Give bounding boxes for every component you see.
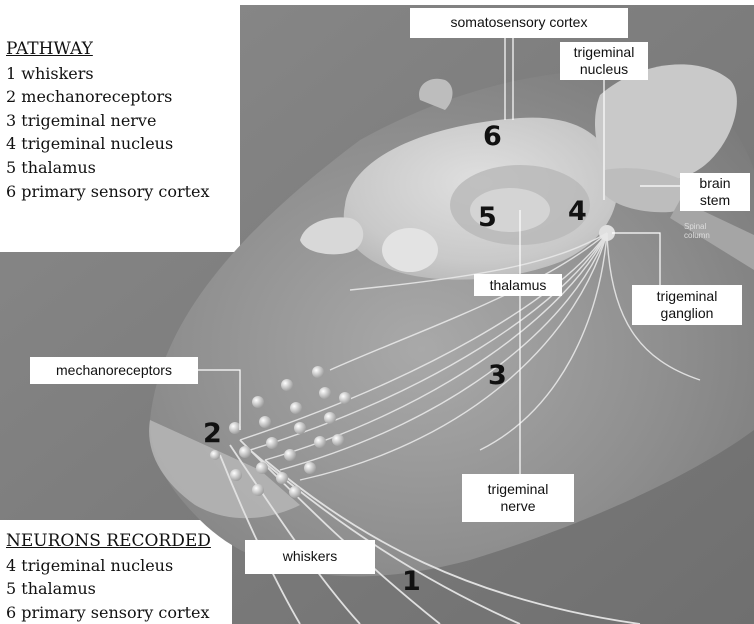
brain-stem-label: brain stem <box>680 173 750 211</box>
trigeminal-ganglion-text-line1: trigeminal <box>632 288 742 305</box>
thalamus-label: thalamus <box>474 274 562 296</box>
pathway-item: 5 thalamus <box>6 156 210 180</box>
mechanoreceptors-text: mechanoreceptors <box>56 362 172 378</box>
pathway-item: 6 primary sensory cortex <box>6 180 210 204</box>
neurons-recorded-item: 6 primary sensory cortex <box>6 601 211 624</box>
pathway-item: 2 mechanoreceptors <box>6 85 210 109</box>
somatosensory-cortex-text: somatosensory cortex <box>451 14 588 30</box>
trigeminal-nucleus-text-line2: nucleus <box>560 61 648 78</box>
spinal-column-text-line2: column <box>684 231 710 240</box>
number-5: 5 <box>478 204 497 231</box>
whiskers-label: whiskers <box>245 540 375 574</box>
pathway-item: 4 trigeminal nucleus <box>6 132 210 156</box>
number-6: 6 <box>483 123 502 150</box>
trigeminal-nucleus-label: trigeminal nucleus <box>560 42 648 80</box>
brain-stem-text-line2: stem <box>680 192 750 209</box>
thalamus-text: thalamus <box>490 277 547 293</box>
spinal-column-label: Spinal column <box>684 222 710 240</box>
pathway-item: 3 trigeminal nerve <box>6 109 210 133</box>
trigeminal-ganglion-label: trigeminal ganglion <box>632 285 742 325</box>
whiskers-text: whiskers <box>283 548 337 564</box>
spinal-column-text-line1: Spinal <box>684 222 710 231</box>
number-3: 3 <box>488 362 507 389</box>
pathway-heading: PATHWAY <box>6 38 210 62</box>
somatosensory-cortex-label: somatosensory cortex <box>410 8 628 38</box>
trigeminal-ganglion-text-line2: ganglion <box>632 305 742 322</box>
brain-stem-text-line1: brain <box>680 175 750 192</box>
trigeminal-nucleus-text-line1: trigeminal <box>560 44 648 61</box>
pathway-item: 1 whiskers <box>6 62 210 86</box>
mechanoreceptors-label: mechanoreceptors <box>30 357 198 384</box>
trigeminal-nerve-text-line1: trigeminal <box>462 481 574 498</box>
neurons-recorded-item: 4 trigeminal nucleus <box>6 554 211 578</box>
trigeminal-nerve-text-line2: nerve <box>462 498 574 515</box>
neurons-recorded-item: 5 thalamus <box>6 577 211 601</box>
number-4: 4 <box>568 198 587 225</box>
number-2: 2 <box>203 420 222 447</box>
trigeminal-nerve-label: trigeminal nerve <box>462 474 574 522</box>
pathway-legend: PATHWAY 1 whiskers 2 mechanoreceptors 3 … <box>6 38 210 203</box>
neurons-recorded-legend: NEURONS RECORDED 4 trigeminal nucleus 5 … <box>6 530 211 624</box>
number-1: 1 <box>402 568 421 595</box>
neurons-recorded-heading: NEURONS RECORDED <box>6 530 211 554</box>
